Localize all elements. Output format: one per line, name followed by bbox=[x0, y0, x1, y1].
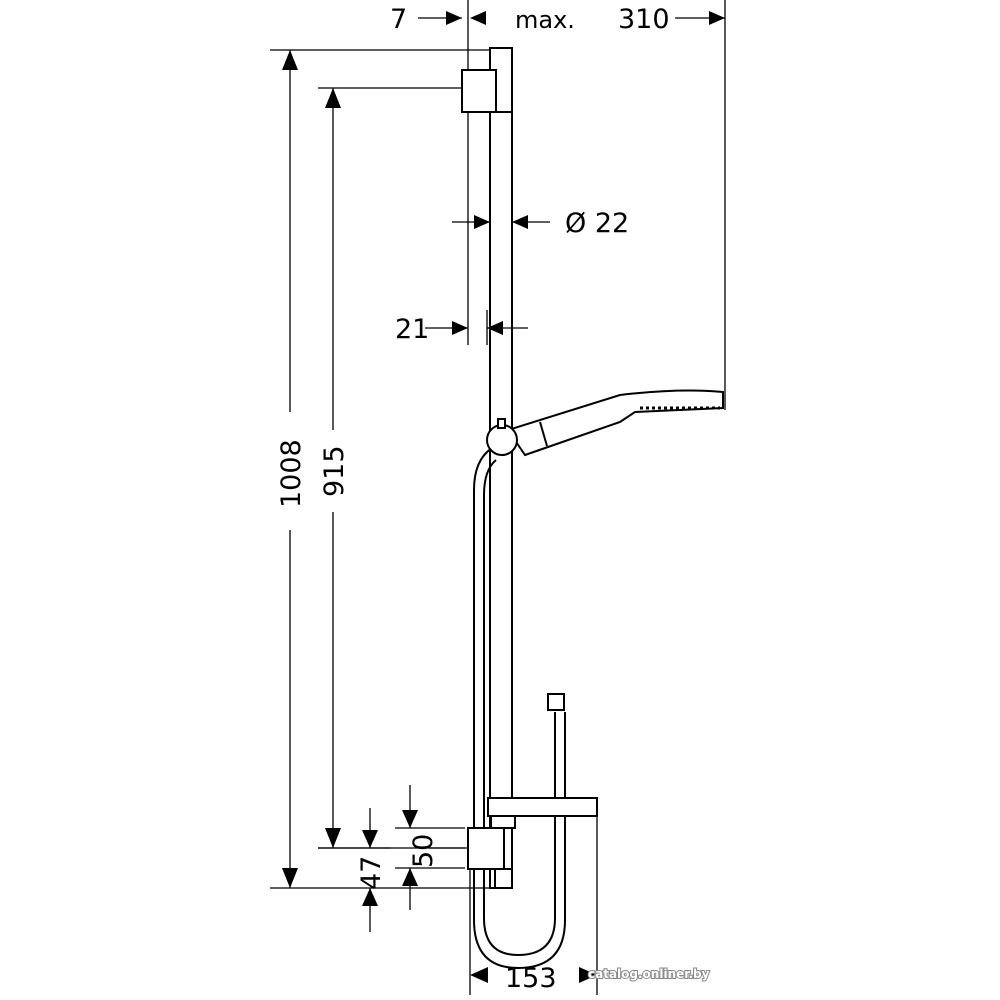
dimension-lines: 7 max. 310 Ø 22 21 1008 915 bbox=[270, 4, 725, 994]
rail bbox=[489, 47, 513, 889]
hose-connector bbox=[547, 693, 565, 711]
dim-bracket-height: 50 bbox=[408, 834, 439, 868]
dim-rail-offset: 21 bbox=[395, 314, 429, 345]
hose bbox=[473, 447, 566, 970]
dim-bracket-bottom: 47 bbox=[356, 856, 387, 890]
watermark: catalog.onliner.by bbox=[588, 967, 710, 981]
dim-dish-width: 153 bbox=[505, 963, 557, 994]
bottom-bracket bbox=[467, 827, 505, 870]
dim-bracket-spacing: 915 bbox=[319, 445, 350, 497]
dim-diameter: Ø 22 bbox=[565, 208, 629, 239]
soap-dish bbox=[487, 797, 598, 817]
hand-shower bbox=[506, 389, 724, 457]
slider bbox=[486, 424, 518, 456]
dim-offset-top: 7 bbox=[390, 4, 407, 35]
shower-rail-assembly bbox=[461, 0, 726, 995]
dim-overall-height: 1008 bbox=[276, 439, 307, 508]
dim-max-label: max. bbox=[515, 6, 575, 34]
top-bracket bbox=[461, 69, 497, 113]
dim-max-reach: 310 bbox=[618, 4, 670, 35]
